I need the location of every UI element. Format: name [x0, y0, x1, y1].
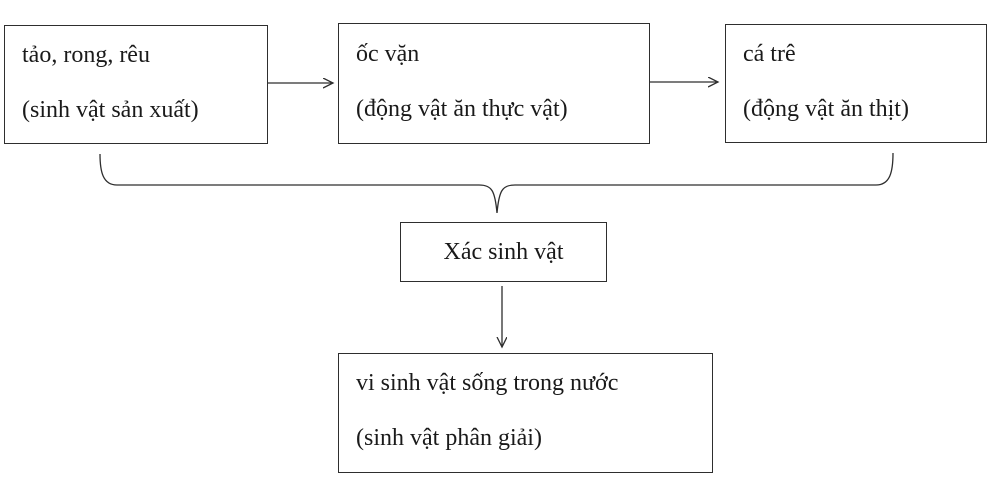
node-decomposer-role: (sinh vật phân giải)	[356, 425, 542, 451]
node-dead-organisms: Xác sinh vật	[400, 222, 607, 282]
node-decomposer: vi sinh vật sống trong nước (sinh vật ph…	[338, 353, 713, 473]
node-herbivore: ốc vặn (động vật ăn thực vật)	[338, 23, 650, 144]
node-producer-name: tảo, rong, rêu	[22, 42, 150, 68]
node-decomposer-name: vi sinh vật sống trong nước	[356, 370, 619, 396]
node-producer: tảo, rong, rêu (sinh vật sản xuất)	[4, 25, 268, 144]
node-carnivore-name: cá trê	[743, 41, 796, 67]
node-carnivore: cá trê (động vật ăn thịt)	[725, 24, 987, 143]
node-carnivore-role: (động vật ăn thịt)	[743, 96, 909, 122]
node-dead-organisms-name: Xác sinh vật	[443, 238, 564, 265]
node-herbivore-name: ốc vặn	[356, 41, 420, 67]
brace-to-dead-organisms	[99, 152, 894, 214]
node-herbivore-role: (động vật ăn thực vật)	[356, 96, 568, 122]
node-producer-role: (sinh vật sản xuất)	[22, 97, 199, 123]
